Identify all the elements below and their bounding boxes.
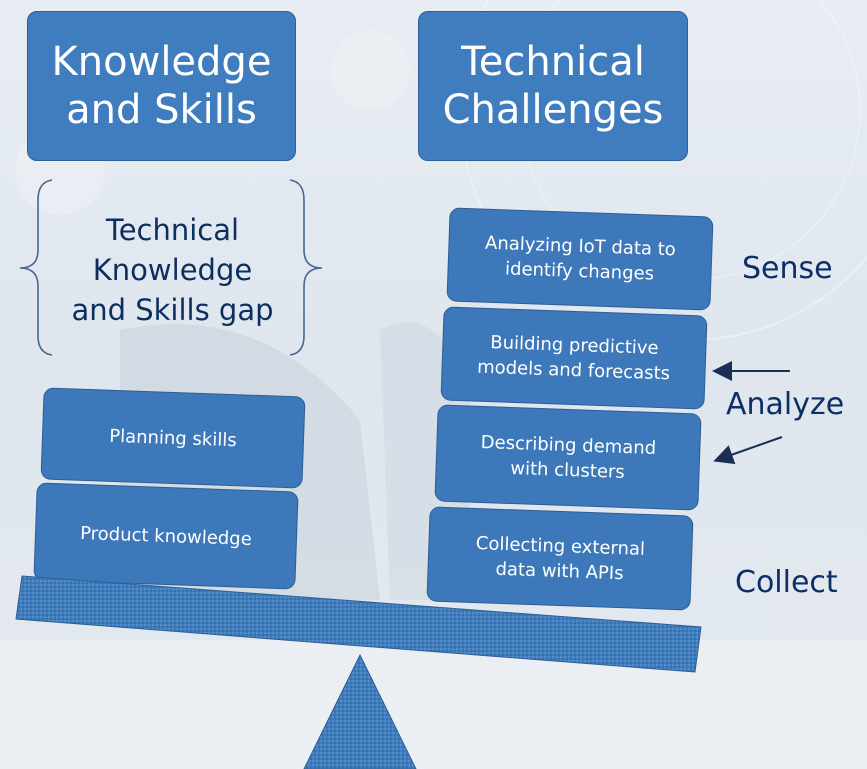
label-collect: Collect xyxy=(735,565,838,600)
header-knowledge-and-skills: Knowledge and Skills xyxy=(27,11,296,161)
balance-beam xyxy=(15,575,702,673)
header-technical-challenges: Technical Challenges xyxy=(418,11,688,161)
balance-fulcrum xyxy=(303,653,417,769)
label-sense: Sense xyxy=(742,251,833,286)
arrow-to-describing-demand xyxy=(713,436,783,465)
skills-gap-text: Technical Knowledge and Skills gap xyxy=(71,213,274,327)
label-analyze: Analyze xyxy=(726,387,845,422)
